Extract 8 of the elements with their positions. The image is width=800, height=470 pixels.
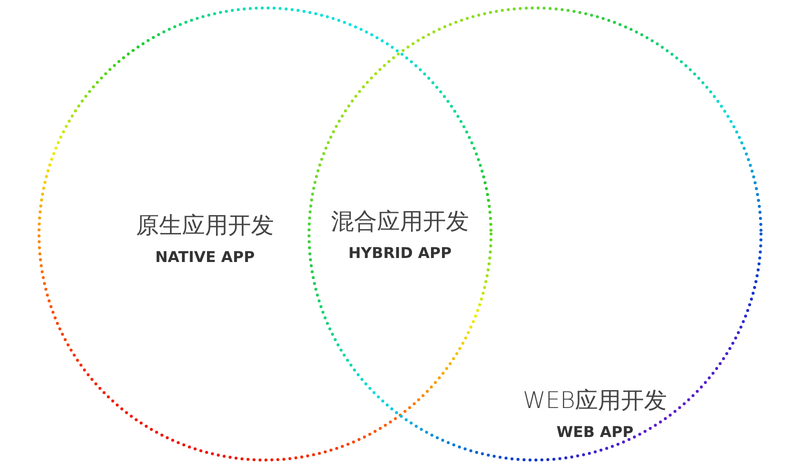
overlap-subtitle: HYBRID APP [348,244,452,262]
circle-title: 原生应用开发 [136,212,274,241]
overlap-title: 混合应用开发 [331,208,469,237]
venn-circle [37,6,493,462]
circle-subtitle: NATIVE APP [155,248,255,266]
circle-title: WEB应用开发 [522,387,668,416]
venn-circle [307,6,763,462]
circle-subtitle: WEB APP [556,423,634,441]
